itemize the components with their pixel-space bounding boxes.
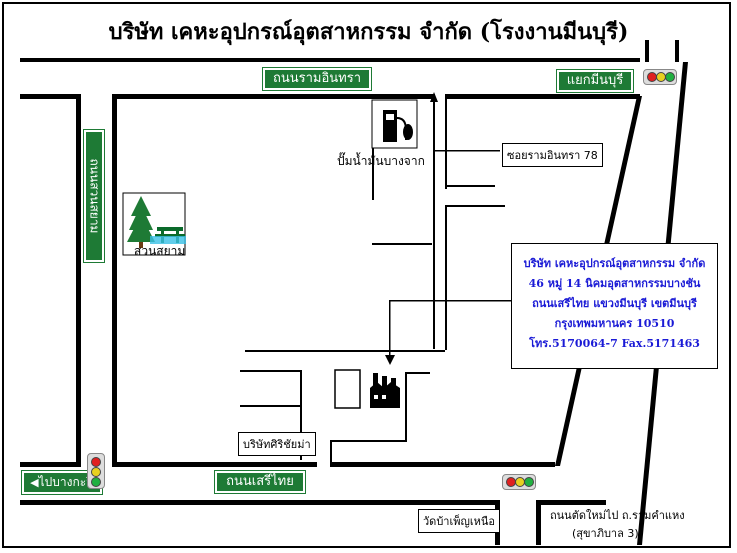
block-line-7	[330, 440, 332, 465]
road-ram-intra-lower-right	[445, 94, 640, 99]
company-name: บริษัท เคหะอุปกรณ์อุตสาหกรรม จำกัด	[523, 257, 706, 270]
sign-to-bangkapi-label: ไปบางกะปิ	[38, 475, 94, 489]
label-soi-ram-intra-78: ซอยรามอินทรา 78	[502, 143, 603, 167]
road-suan-siam-left	[76, 94, 81, 464]
road-new-road-left	[536, 500, 541, 545]
road-seri-thai-upper-right	[330, 462, 555, 467]
soi-ram-intra-78	[433, 99, 435, 349]
road-ram-intra-lower-mid	[115, 94, 435, 99]
block-building	[334, 369, 361, 409]
picnic-table-icon	[150, 227, 186, 244]
company-phone: โทร.5170064-7 Fax.5171463	[529, 337, 700, 350]
sign-suan-siam-road: ถนนสวนสยาม	[83, 129, 105, 263]
traffic-light-icon	[643, 69, 677, 85]
traffic-light-icon	[87, 453, 105, 489]
factory-icon	[370, 373, 400, 408]
road-seri-thai-lower	[20, 500, 500, 505]
sign-suan-siam-label: ถนนสวนสยาม	[87, 158, 102, 234]
block-line-4	[405, 372, 430, 374]
factory-pointer-v	[389, 300, 391, 355]
page-title: บริษัท เคหะอุปกรณ์อุตสาหกรรม จำกัด (โรงง…	[108, 19, 629, 45]
sign-seri-thai-road: ถนนเสรีไทย	[214, 470, 306, 494]
sign-yaek-minburi: แยกมีนบุรี	[556, 69, 634, 93]
road-seri-thai-upper-left	[112, 462, 317, 467]
label-wat: วัดบ้าเพ็ญเหนือ	[418, 509, 500, 533]
road-ram-intra-upper	[20, 58, 640, 62]
sign-ram-intra-road: ถนนรามอินทรา	[262, 67, 372, 91]
road-stub-1	[645, 40, 649, 62]
road-stub-2	[675, 40, 679, 62]
block-line-6	[330, 440, 407, 442]
label-gas-station: ปั๊มน้ำมันบางจาก	[337, 154, 425, 168]
traffic-light-icon	[502, 474, 536, 490]
soi-line-g	[245, 350, 445, 352]
label-new-road-line1: ถนนตัดใหม่ไป ถ.รามคำแหง	[550, 509, 685, 522]
company-address-3: กรุงเทพมหานคร 10510	[554, 317, 675, 330]
map-frame	[2, 2, 731, 548]
block-line-1	[240, 370, 300, 372]
sign-to-bangkapi: ◀ไปบางกะปิ	[21, 470, 103, 495]
road-suan-siam-right	[112, 94, 117, 466]
gas-pump-icon	[371, 99, 418, 149]
road-bottom-left-corner	[20, 462, 81, 467]
tree-icon	[122, 192, 186, 256]
company-address-2: ถนนเสรีไทย แขวงมีนบุรี เขตมีนบุรี	[532, 297, 697, 310]
arrow-left-icon: ◀	[30, 476, 39, 489]
road-ram-intra-lower-left	[20, 94, 80, 99]
road-new-road-top	[536, 500, 606, 505]
company-address-1: 46 หมู่ 14 นิคมอุตสาหกรรมบางชัน	[528, 277, 701, 290]
soi-line-a	[445, 99, 447, 189]
block-line-5	[405, 372, 407, 442]
arrow-up-icon	[430, 92, 438, 102]
label-suan-siam-park: สวนสยาม	[134, 244, 186, 258]
label-new-road-line2: (สุขาภิบาล 3)	[572, 527, 639, 540]
soi-pointer-line	[434, 150, 500, 152]
block-line-2	[240, 405, 300, 407]
soi-line-d	[445, 205, 447, 350]
company-info-box: บริษัท เคหะอุปกรณ์อุตสาหกรรม จำกัด 46 หม…	[511, 243, 718, 369]
soi-line-f	[372, 243, 432, 245]
soi-line-c	[445, 205, 505, 207]
soi-line-b	[445, 185, 495, 187]
arrow-down-icon	[385, 355, 395, 365]
soi-line-e	[372, 140, 374, 200]
block-line-3	[300, 370, 302, 460]
factory-pointer-h	[390, 300, 511, 302]
label-sirikorn-company: บริษัทศิริชัยม่า	[238, 432, 316, 456]
